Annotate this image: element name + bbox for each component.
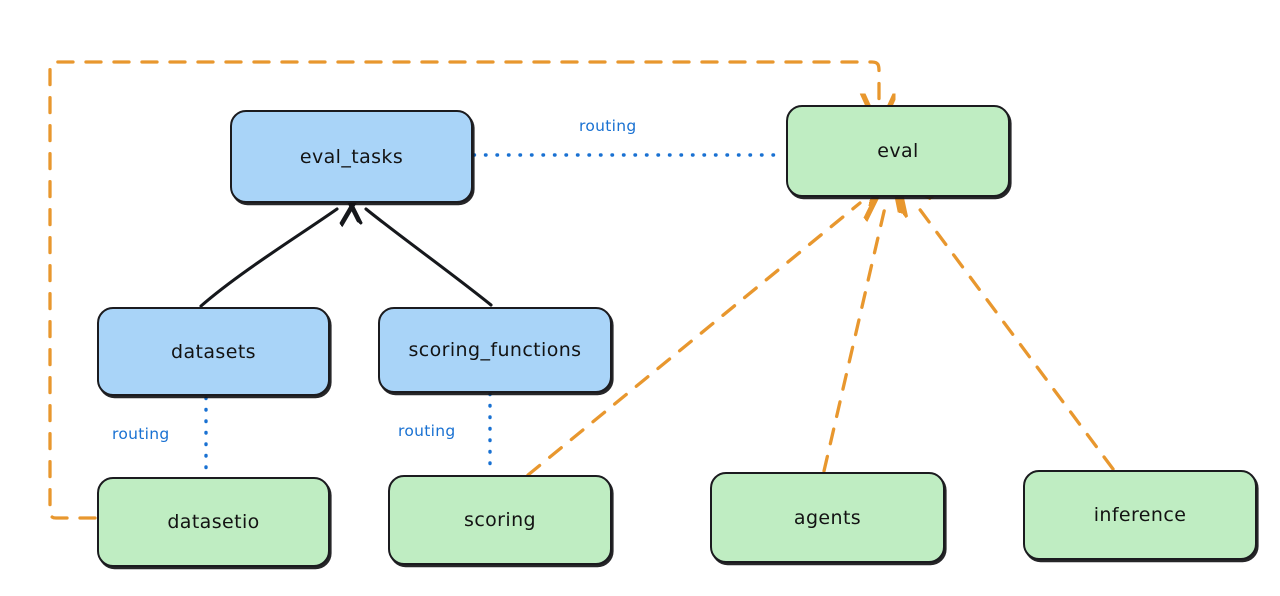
node-eval[interactable]: eval xyxy=(786,105,1010,197)
node-scoring-functions[interactable]: scoring_functions xyxy=(378,307,612,393)
edge-label-routing-scoring-funcs-scoring: routing xyxy=(398,422,456,440)
node-datasetio[interactable]: datasetio xyxy=(97,477,330,567)
edge-label-routing-eval-tasks-eval: routing xyxy=(579,117,637,135)
edge-datasets-to-eval-tasks xyxy=(199,209,337,308)
node-scoring[interactable]: scoring xyxy=(388,475,612,565)
edge-label-routing-datasets-datasetio: routing xyxy=(112,425,170,443)
node-agents[interactable]: agents xyxy=(710,472,945,563)
node-inference[interactable]: inference xyxy=(1023,470,1257,560)
edge-scoring-functions-to-eval-tasks xyxy=(366,209,493,307)
node-datasets[interactable]: datasets xyxy=(97,307,330,396)
edge-scoring-to-eval xyxy=(526,203,860,477)
node-eval-tasks[interactable]: eval_tasks xyxy=(230,110,473,203)
edge-inference-to-eval xyxy=(915,203,1115,471)
edge-agents-to-eval xyxy=(822,203,886,473)
edge-datasetio-to-eval xyxy=(48,60,879,520)
